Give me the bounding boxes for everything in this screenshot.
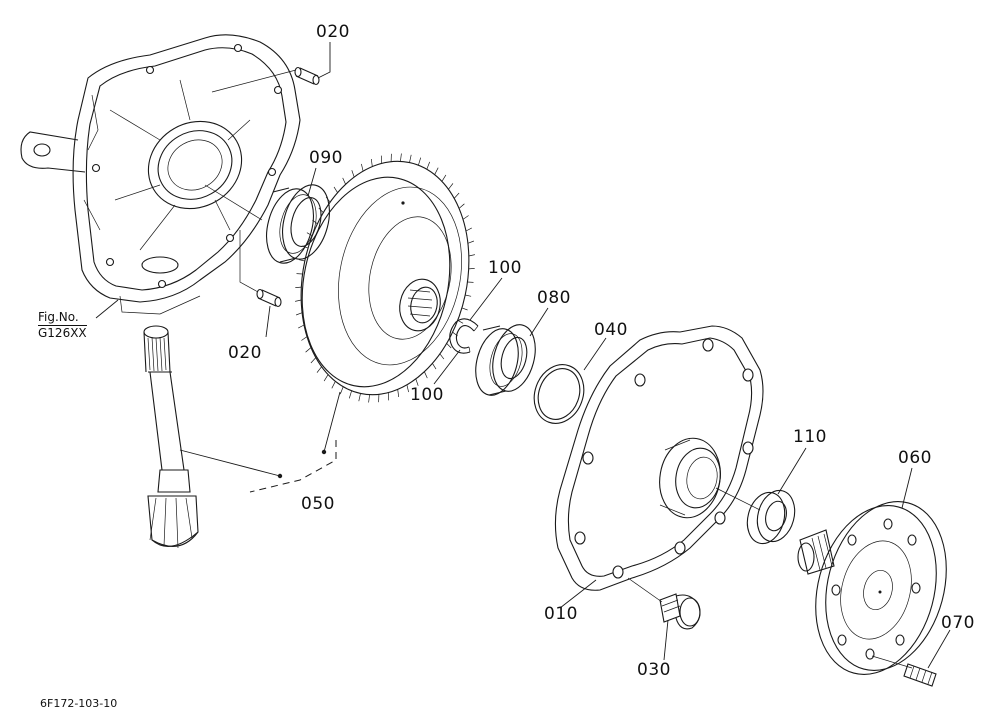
callout-100-bottom: 100	[410, 385, 444, 405]
callout-020-top: 020	[316, 22, 350, 42]
figure-reference-code: G126XX	[38, 325, 87, 340]
callout-060: 060	[898, 448, 932, 468]
figure-reference-label: Fig.No.	[38, 310, 79, 324]
callout-040: 040	[594, 320, 628, 340]
callout-010: 010	[544, 604, 578, 624]
gear-case-housing	[20, 34, 301, 315]
ball-bearing-080	[475, 324, 536, 396]
cover-plate-010	[554, 325, 764, 591]
callout-090: 090	[309, 148, 343, 168]
bevel-gear	[295, 153, 475, 403]
ball-bearing-090	[266, 184, 330, 264]
figure-reference: Fig.No. G126XX	[38, 310, 87, 341]
snap-ring-100	[449, 318, 479, 354]
pinion-shaft	[143, 325, 199, 549]
callout-020-bottom: 020	[228, 343, 262, 363]
callout-030: 030	[637, 660, 671, 680]
callout-100-top: 100	[488, 258, 522, 278]
callout-080: 080	[537, 288, 571, 308]
callout-leaders	[95, 42, 951, 669]
callout-070: 070	[941, 613, 975, 633]
assembly-bracket-050	[249, 440, 337, 493]
plug-bolt-030	[659, 593, 701, 630]
drawing-id: 6F172-103-10	[40, 697, 118, 710]
o-ring-040	[533, 364, 585, 424]
stud-bolt-070	[903, 663, 937, 687]
axle-flange-060	[797, 501, 947, 675]
dowel-pin-top	[294, 66, 320, 86]
callout-110: 110	[793, 427, 827, 447]
seal-110	[746, 489, 796, 545]
callout-050: 050	[301, 494, 335, 514]
dowel-pin-bottom	[256, 288, 282, 308]
